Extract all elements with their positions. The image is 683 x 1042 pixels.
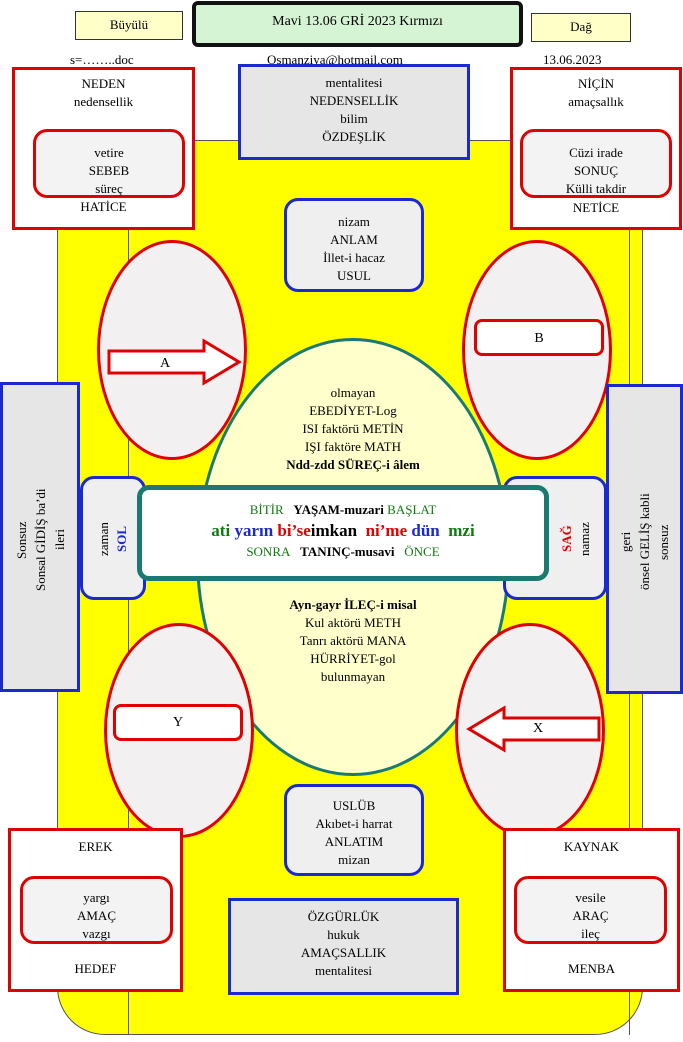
right-flag-label: Dağ xyxy=(570,19,592,34)
right-tab-sag: SAĞ xyxy=(559,525,574,553)
left-flag: Büyülü xyxy=(75,11,183,40)
center-row-1: BİTİR YAŞAM-muzari BAŞLAT xyxy=(249,502,437,517)
date: 13.06.2023 xyxy=(543,52,602,67)
top-right-inner-box: Cüzi irade SONUÇ Külli takdir xyxy=(520,129,672,198)
right-side-line2: önsel GELİŞ kabli xyxy=(637,493,652,591)
top-center-box: mentalitesi NEDENSELLİK bilim ÖZDEŞLİK xyxy=(238,64,470,160)
bottom-right-inner-box: vesile ARAÇ ileç xyxy=(514,876,667,944)
top-left-inner-box: vetire SEBEB süreç xyxy=(33,129,185,198)
arrow-left-icon xyxy=(466,705,601,753)
top-left-footer: HATİCE xyxy=(80,199,127,214)
left-flag-label: Büyülü xyxy=(109,17,149,32)
bottom-left-inner-box: yargı AMAÇ vazgı xyxy=(20,876,173,944)
center-row-2: ati yarın bi’seimkan ni’me dün mzi xyxy=(211,521,475,540)
center-lower-text: Ayn-gayr İLEÇ-i misal Kul aktörü METH Ta… xyxy=(289,597,417,684)
arrow-right-icon xyxy=(107,338,242,386)
right-flag: Dağ xyxy=(531,13,631,42)
left-side-line1: Sonsuz xyxy=(14,521,29,559)
left-side-line3: ileri xyxy=(52,529,67,551)
bottom-right-footer: MENBA xyxy=(568,961,615,976)
left-tab-zaman: zaman xyxy=(96,522,111,556)
top-right-footer: NETİCE xyxy=(572,200,620,215)
bottom-center-box: ÖZGÜRLÜK hukuk AMAÇSALLIK mentalitesi xyxy=(228,898,459,995)
title-text: Mavi 13.06 GRİ 2023 Kırmızı xyxy=(272,14,443,29)
center-upper-text: olmayan EBEDİYET-Log ISI faktörü METİN I… xyxy=(286,385,420,472)
right-side-line3: sonsuz xyxy=(656,524,671,560)
file-name: s=……..doc xyxy=(70,52,134,67)
left-side-line2: Sonsal GİDİŞ ba’di xyxy=(33,488,48,592)
right-tab-namaz: namaz xyxy=(577,522,592,556)
left-side-box: Sonsuz Sonsal GİDİŞ ba’di ileri xyxy=(0,382,80,692)
bottom-left-footer: HEDEF xyxy=(74,961,117,976)
center-box: BİTİR YAŞAM-muzari BAŞLAT ati yarın bi’s… xyxy=(137,485,549,581)
email: Osmanziya@hotmail.com xyxy=(267,52,403,67)
left-tab-sol: SOL xyxy=(114,526,129,553)
box-y: Y xyxy=(113,704,243,741)
box-b: B xyxy=(474,319,604,356)
left-tab: zaman SOL xyxy=(80,476,146,600)
right-side-box: geri önsel GELİŞ kabli sonsuz xyxy=(606,384,683,694)
right-side-line1: geri xyxy=(618,531,633,553)
nizam-box: nizam ANLAM İllet-i hacaz USUL xyxy=(284,198,424,292)
label-x: X xyxy=(533,721,544,736)
label-a: A xyxy=(160,356,171,371)
title-box: Mavi 13.06 GRİ 2023 Kırmızı xyxy=(192,1,523,47)
center-row-3: SONRA TANINÇ-musavi ÖNCE xyxy=(246,544,440,559)
uslub-box: USLÜB Akıbet-i harrat ANLATIM mizan xyxy=(284,784,424,876)
